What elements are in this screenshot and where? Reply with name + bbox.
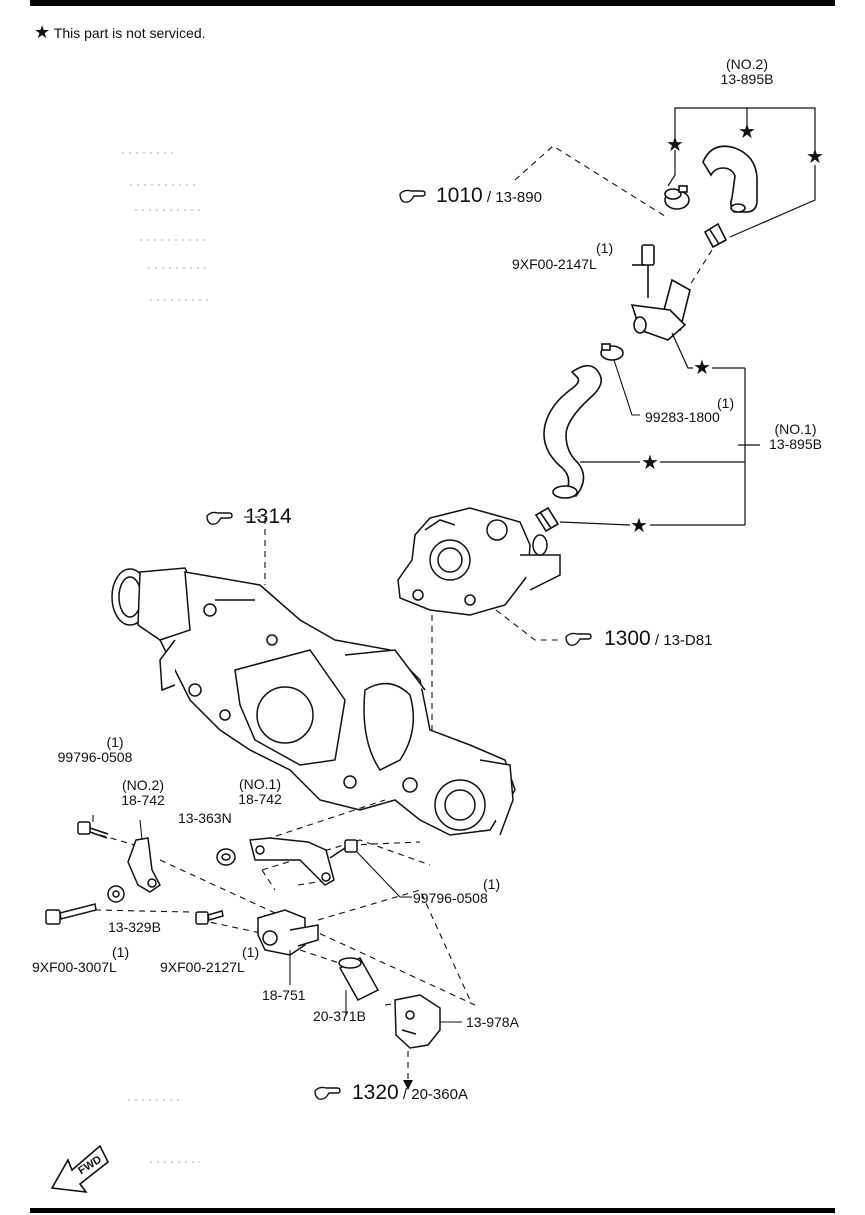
- bracket-no2-part: [127, 837, 161, 893]
- bolt-left-part: [77, 821, 109, 839]
- hand-pointer-icon: [565, 632, 592, 646]
- bolt-long-part: [45, 903, 97, 925]
- sleeve-mid: [534, 506, 560, 533]
- bolt-top-qty: (1): [596, 240, 614, 256]
- bracket-no1-part: [249, 837, 335, 886]
- pipe-fitting-part: [630, 244, 691, 341]
- faint-marks: [122, 152, 210, 1163]
- clamp-qty: (1): [717, 395, 735, 411]
- star-icon: ★: [34, 22, 51, 42]
- ref-1314[interactable]: 1314: [245, 505, 292, 528]
- star-icon: ★: [806, 146, 824, 168]
- bolt-c-qty: (1): [112, 944, 130, 960]
- washer-label: 13-329B: [108, 919, 161, 935]
- mount-bracket-label: 13-978A: [466, 1014, 519, 1030]
- engine-block-part: [111, 567, 516, 836]
- hose-no2-label: (NO.2) 13-895B: [720, 56, 774, 87]
- star-icon: ★: [693, 357, 711, 379]
- hose-no2-stars: ★ ★ ★: [666, 121, 824, 168]
- mount-bracket-part: [394, 994, 441, 1049]
- hand-pointer-icon: [314, 1086, 341, 1100]
- sensor-part: [257, 909, 319, 956]
- hose-no1-stars: ★ ★ ★: [630, 357, 711, 537]
- bracket-no1-label: (NO.1) 18-742: [238, 776, 282, 807]
- note-text: This part is not serviced.: [53, 25, 206, 41]
- hand-pointer-icon: [399, 189, 426, 203]
- bolt-b-label: 99796-0508: [413, 890, 488, 906]
- star-icon: ★: [630, 515, 648, 537]
- bolt-b-qty: (1): [483, 876, 501, 892]
- ref-1300[interactable]: 1300 / 13-D81: [604, 627, 713, 650]
- clamp-mid: [600, 343, 624, 361]
- sleeve-part: [338, 957, 380, 1001]
- hose-no2-part: [702, 145, 758, 213]
- ref-1320[interactable]: 1320 / 20-360A: [352, 1081, 468, 1104]
- bolt-top-label: 9XF00-2147L: [512, 256, 597, 272]
- hose-no1-label: (NO.1) 13-895B: [769, 421, 822, 452]
- sleeve-label: 20-371B: [313, 1008, 366, 1024]
- bolt-c-label: 9XF00-3007L: [32, 959, 117, 975]
- hose-no1-part: [543, 364, 603, 499]
- hose-no2-bracket-lines: [667, 107, 816, 238]
- star-icon: ★: [738, 121, 756, 143]
- grommet-label: 13-363N: [178, 810, 232, 826]
- housing-1300-part: [397, 507, 561, 616]
- washer-part: [107, 885, 125, 903]
- bracket-no2-label: (NO.2) 18-742: [121, 777, 165, 808]
- clip-part: [703, 222, 728, 249]
- star-icon: ★: [666, 134, 684, 156]
- star-icon: ★: [641, 452, 659, 474]
- ref-1010[interactable]: 1010 / 13-890: [436, 184, 542, 207]
- bottom-border: [30, 1208, 835, 1213]
- sensor-label: 18-751: [262, 987, 306, 1003]
- not-serviced-note: ★ This part is not serviced.: [34, 22, 206, 43]
- fwd-arrow-icon: FWD: [50, 1144, 110, 1194]
- clamp-label: 99283-1800: [645, 409, 720, 425]
- clamp-upper: [664, 185, 690, 210]
- bolt-mid-part: [195, 910, 224, 925]
- top-border: [30, 0, 835, 6]
- hand-pointer-icon: [206, 511, 233, 525]
- bolt-a-label: (1) 99796-0508: [57, 734, 133, 765]
- bolt-d-qty: (1): [242, 944, 260, 960]
- bolt-right-part: [329, 839, 358, 859]
- bolt-d-label: 9XF00-2127L: [160, 959, 245, 975]
- grommet-part: [216, 848, 236, 866]
